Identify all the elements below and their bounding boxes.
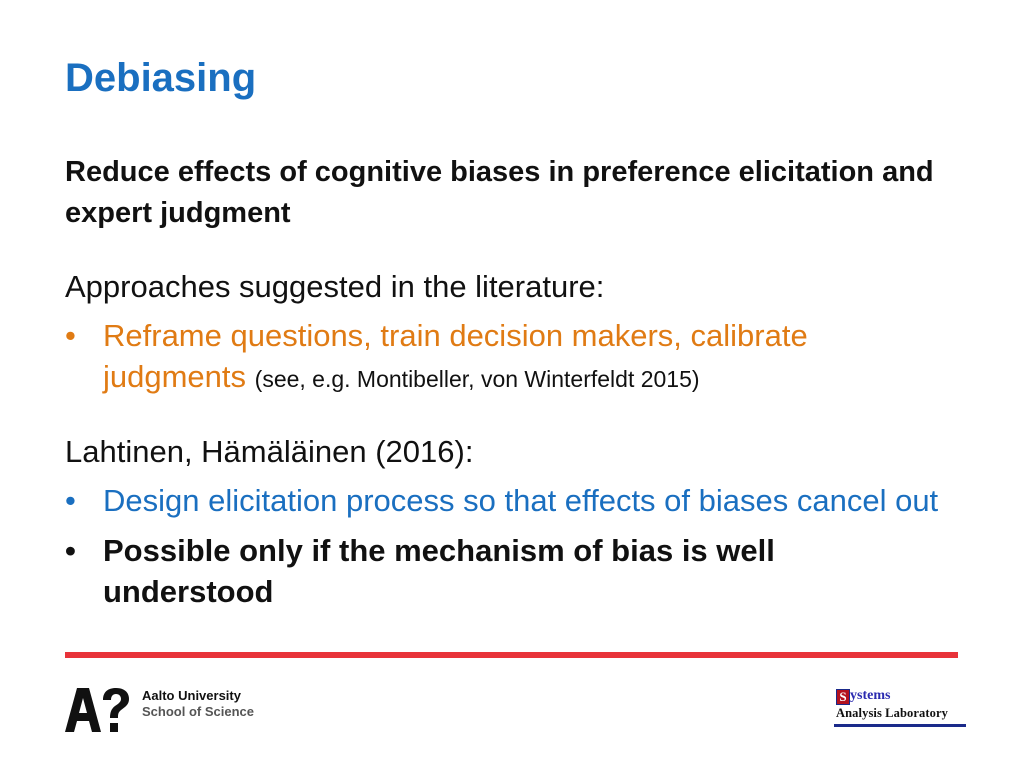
bullet-text: Design elicitation process so that effec… [103,483,939,518]
sal-word-analysis-laboratory: Analysis Laboratory [836,706,948,720]
bullet-marker: • [65,483,76,518]
section1-heading: Approaches suggested in the literature: [65,269,605,304]
section2-bullet-list: • Design elicitation process so that eff… [65,480,945,612]
sal-initial: S [836,689,850,705]
sal-underline [834,724,966,727]
slide-title: Debiasing [65,56,257,100]
bullet-marker: • [65,318,76,353]
section2-heading: Lahtinen, Hämäläinen (2016): [65,434,474,469]
aalto-university-label: Aalto University [142,688,241,703]
list-item: • Possible only if the mechanism of bias… [65,530,945,612]
slide-subtitle: Reduce effects of cognitive biases in pr… [65,156,934,229]
systems-analysis-laboratory-logo: S ystems Analysis Laboratory [834,688,966,732]
footer-divider [65,652,958,658]
section1-bullet-list: • Reframe questions, train decision make… [65,315,945,400]
school-of-science-label: School of Science [142,704,254,719]
sal-word-systems: ystems [850,688,891,703]
list-item: • Reframe questions, train decision make… [65,315,945,400]
citation: (see, e.g. Montibeller, von Winterfeldt … [254,366,700,392]
bullet-marker: • [65,533,76,568]
aalto-logo [65,688,129,732]
bullet-text: Reframe questions, train decision makers… [103,318,808,394]
list-item: • Design elicitation process so that eff… [65,480,945,521]
aalto-wordmark: Aalto University School of Science [142,688,254,720]
bullet-text: Possible only if the mechanism of bias i… [103,533,775,609]
